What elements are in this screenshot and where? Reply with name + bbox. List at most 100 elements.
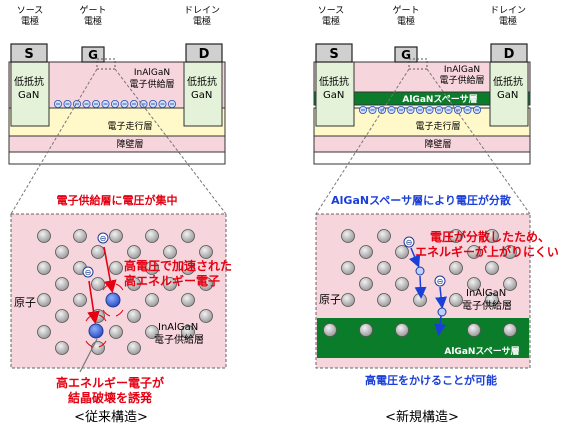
zoom-title-new: AlGaNスペーサ層により電圧が分散 (331, 193, 512, 207)
zoom-spacer-band (317, 318, 529, 358)
electron-icon (111, 100, 120, 109)
drain-letter-new: D (504, 47, 515, 62)
atom-icon (55, 309, 69, 323)
atom-icon (449, 293, 463, 307)
atom-grid-new (323, 229, 517, 337)
atom-icon (199, 277, 213, 291)
atom-icon (163, 277, 177, 291)
gate-electrode (81, 46, 105, 63)
atom-icon (55, 245, 69, 259)
new-caption: <新規構造> (385, 409, 459, 425)
electron-icon (82, 100, 91, 109)
electron-path-2: ⊖ (82, 266, 100, 325)
atom-icon (413, 293, 427, 307)
atom-icon (181, 261, 195, 275)
electron-icon (444, 106, 453, 115)
atom-icon (199, 309, 213, 323)
atom-icon (485, 229, 499, 243)
atom-icon (91, 245, 105, 259)
atom-icon (395, 323, 409, 337)
electron-icon (63, 100, 72, 109)
atom-icon (181, 293, 195, 307)
atom-icon (37, 293, 51, 307)
atom-icon (395, 277, 409, 291)
damage-pointer (79, 338, 98, 373)
atom-icon (449, 261, 463, 275)
atom-icon (127, 245, 141, 259)
electron-path-1: ⊖ (97, 232, 117, 294)
atom-icon (109, 325, 123, 339)
atom-icon (37, 325, 51, 339)
electron-icon (472, 106, 481, 115)
dispersion-label: 電圧が分散したため、エネルギーが上がりにくい (415, 229, 559, 259)
atom-icon (163, 245, 177, 259)
atom-icon (145, 229, 159, 243)
electron-path-new-2: ⊖ (434, 275, 448, 336)
source-electrode-label: ソース電極 (17, 6, 44, 27)
electron-icon (425, 106, 434, 115)
zoom-line-left-new (315, 68, 410, 215)
svg-text:⊖: ⊖ (85, 268, 92, 277)
atom-icon (359, 277, 373, 291)
atom-icon (109, 261, 123, 275)
channel-layer-label-new: 電子走行層 (415, 120, 460, 132)
gate-electrode-new (394, 46, 418, 63)
electron-icon (92, 100, 101, 109)
gate-letter-new: G (401, 48, 411, 62)
source-letter: S (24, 47, 33, 62)
atom-icon (503, 323, 517, 337)
atom-icon (377, 229, 391, 243)
atom-icon (37, 229, 51, 243)
atom-icon (55, 341, 69, 355)
crystal-damage-label: 高エネルギー電子が結晶破壊を誘発 (56, 375, 164, 405)
atom-icon (341, 293, 355, 307)
electron-icon (434, 106, 443, 115)
atom-icon (181, 325, 195, 339)
atom-icon (359, 245, 373, 259)
atom-icon (181, 229, 195, 243)
atom-label: 原子 (14, 296, 36, 309)
drain-electrode-label-new: ドレイン電極 (490, 6, 526, 27)
atom-icon (467, 277, 481, 291)
electron-icon (148, 100, 157, 109)
gate-letter: G (88, 48, 98, 62)
atom-icon (37, 261, 51, 275)
atom-icon (199, 245, 213, 259)
low-res-gan-right-new (489, 61, 529, 127)
atom-icon (467, 323, 481, 337)
electron-icon (73, 100, 82, 109)
source-letter-new: S (329, 47, 338, 62)
atom-icon (127, 277, 141, 291)
zoom-marker (96, 58, 116, 70)
atom-icon (485, 261, 499, 275)
electron-icon (358, 106, 367, 115)
zoom-line-right (114, 68, 227, 215)
source-electrode-new (315, 43, 353, 63)
channel-layer-label: 電子走行層 (107, 120, 152, 132)
low-res-gan-left (10, 61, 50, 127)
drain-electrode (185, 43, 223, 63)
atom-icon (485, 293, 499, 307)
electron-icon (167, 100, 176, 109)
gate-electrode-label: ゲート電極 (79, 4, 106, 27)
low-res-gan-left-new (315, 61, 355, 127)
atom-icon (503, 277, 517, 291)
source-electrode-label-new: ソース電極 (318, 6, 345, 27)
gate-electrode-label-new: ゲート電極 (392, 4, 419, 27)
zoom-title: 電子供給層に電圧が集中 (57, 193, 178, 207)
atom-icon (377, 293, 391, 307)
electron-icon (387, 106, 396, 115)
atom-icon (145, 293, 159, 307)
electron-icon (120, 100, 129, 109)
atom-icon (91, 341, 105, 355)
atom-icon (449, 229, 463, 243)
atom-icon (503, 245, 517, 259)
electron-path-new-1: ⊖ (403, 236, 427, 299)
